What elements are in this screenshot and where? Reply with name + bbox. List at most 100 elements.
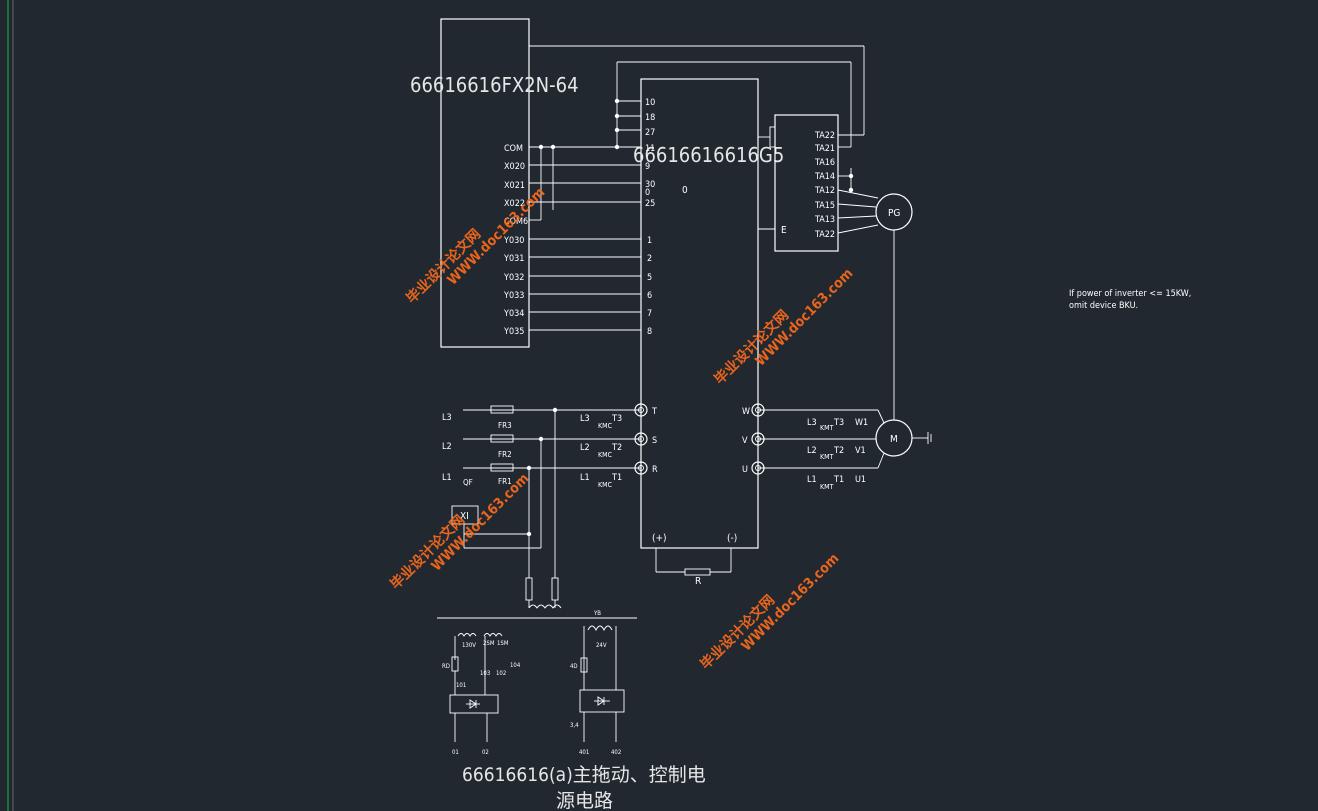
contactor-in-km-label: KMC	[598, 451, 613, 459]
control-circuit-left	[449, 633, 503, 742]
relay-box-label: XI	[460, 511, 469, 522]
control-right-label: 4D	[570, 663, 578, 670]
supply-line-label: L2	[442, 442, 452, 452]
inverter-pin-label: 1	[647, 236, 652, 246]
contactor-out-mid-label: T2	[833, 446, 844, 456]
inverter-pin-label: 10	[645, 98, 655, 108]
control-right-label: 24V	[596, 642, 607, 649]
plc-pin-label: X020	[504, 162, 525, 172]
inverter-output-terminal-label: U	[742, 465, 748, 475]
contactor-out-right-label: V1	[855, 446, 866, 456]
watermark-url: WWW.doc163.com	[429, 471, 533, 575]
control-right-label: 402	[611, 749, 621, 756]
control-left-label: 01	[452, 749, 459, 756]
encoder-pin-label: TA16	[814, 158, 835, 168]
control-left-label: 130V	[462, 642, 476, 649]
control-left-label: 2SM	[483, 640, 495, 647]
motor-label: M	[890, 434, 898, 445]
contactor-out-right-label: U1	[855, 475, 866, 485]
watermark-url: WWW.doc163.com	[445, 185, 549, 289]
breaker-label: QF	[463, 478, 473, 487]
contactor-in-left-label: L1	[580, 473, 590, 483]
plc-pin-label: Y031	[503, 254, 524, 264]
relay-box	[451, 505, 479, 525]
note-line-1: If power of inverter <= 15KW,	[1069, 289, 1191, 299]
plc-pin-label: Y032	[503, 273, 524, 283]
contactor-in-right-label: T2	[611, 443, 622, 453]
inverter-pin-label: 30	[645, 180, 655, 190]
caption-line-2: 源电路	[556, 790, 613, 811]
transformer-wiring	[463, 524, 562, 609]
contactor-in-km-label: KMC	[598, 422, 613, 430]
inverter-pin-label: 2	[647, 254, 652, 264]
inverter-pin-label: 9	[645, 162, 650, 172]
encoder-pin-label: TA15	[814, 201, 835, 211]
plc-pin-label: Y030	[503, 236, 524, 246]
encoder-wiring	[837, 168, 879, 234]
inverter-pin-label: 25	[645, 199, 655, 209]
inverter-title: 66616616616G5	[633, 143, 784, 167]
control-left-label: 02	[482, 749, 489, 756]
plc-pin-label: Y035	[503, 327, 524, 337]
contactor-out-km-label: KMT	[820, 424, 834, 432]
brake-resistor-label: R	[695, 576, 701, 587]
encoder-pin-label: TA12	[814, 186, 835, 196]
plc-pin-label: COM	[504, 144, 523, 154]
contactor-out-km-label: KMT	[820, 483, 834, 491]
supply-line-label: L3	[442, 413, 452, 423]
fuse-label: FR1	[498, 477, 512, 486]
control-left-label: 1SM	[497, 640, 509, 647]
plc-pin-label: Y034	[503, 309, 524, 319]
inverter-input-terminal-label: T	[651, 407, 657, 417]
supply-line-label: L1	[442, 473, 452, 483]
encoder-pin-label: TA21	[814, 144, 835, 154]
watermark-4: 毕业设计论文网 WWW.doc163.com	[697, 551, 843, 673]
watermark-1: 毕业设计论文网 WWW.doc163.com	[403, 185, 549, 307]
contactor-out-left-label: L3	[807, 418, 817, 428]
inverter-pin-label: 5	[647, 273, 652, 283]
fuse-label: FR3	[498, 421, 512, 430]
inverter-pin-label: 18	[645, 113, 655, 123]
input-terminals	[634, 403, 648, 475]
contactor-in-right-label: T3	[611, 414, 622, 424]
inverter-input-terminal-label: S	[652, 436, 657, 446]
inverter-pin-label: 11	[645, 144, 655, 154]
inverter-pin-label: 0	[645, 188, 650, 198]
plc-pin-label: COM6	[504, 217, 528, 227]
control-right-label: 401	[579, 749, 589, 756]
encoder-pin-label: TA14	[814, 172, 835, 182]
output-power-wiring	[751, 403, 885, 475]
control-left-label: 104	[510, 662, 521, 669]
encoder-e-label: E	[781, 225, 787, 236]
plc-pin-labels: COMX020X021X022COM6Y030Y031Y032Y033Y034Y…	[503, 144, 528, 337]
watermark-3: 毕业设计论文网 WWW.doc163.com	[387, 471, 533, 593]
control-left-label: RD	[442, 663, 450, 670]
watermark-url: WWW.doc163.com	[739, 551, 843, 655]
contactor-out-left-label: L1	[807, 475, 817, 485]
brake-circuit	[655, 548, 732, 576]
plc-pin-label: Y033	[503, 291, 524, 301]
inverter-pin-label: 6	[647, 291, 652, 301]
contactor-in-left-label: L3	[580, 414, 590, 424]
input-power-wiring	[463, 405, 641, 578]
inverter-block	[640, 78, 759, 549]
contactor-out-left-label: L2	[807, 446, 817, 456]
pg-label: PG	[888, 208, 900, 219]
dc-plus-label: (+)	[652, 533, 667, 544]
contactor-in-right-label: T1	[611, 473, 622, 483]
contactor-out-right-label: W1	[855, 418, 868, 428]
contactor-in-km-label: KMC	[598, 481, 613, 489]
control-left-label: 102	[496, 670, 506, 677]
plc-pin-label: X022	[504, 199, 525, 209]
inverter-pin-label: 7	[647, 309, 652, 319]
dc-minus-label: (-)	[727, 533, 737, 544]
inverter-pin-label: 27	[645, 128, 655, 138]
watermark-url: WWW.doc163.com	[753, 266, 857, 370]
brake-resistor	[684, 568, 711, 576]
inverter-pin-label: 8	[647, 327, 652, 337]
inverter-input-terminal-label: R	[652, 465, 658, 475]
plc-inverter-wiring	[529, 45, 865, 331]
